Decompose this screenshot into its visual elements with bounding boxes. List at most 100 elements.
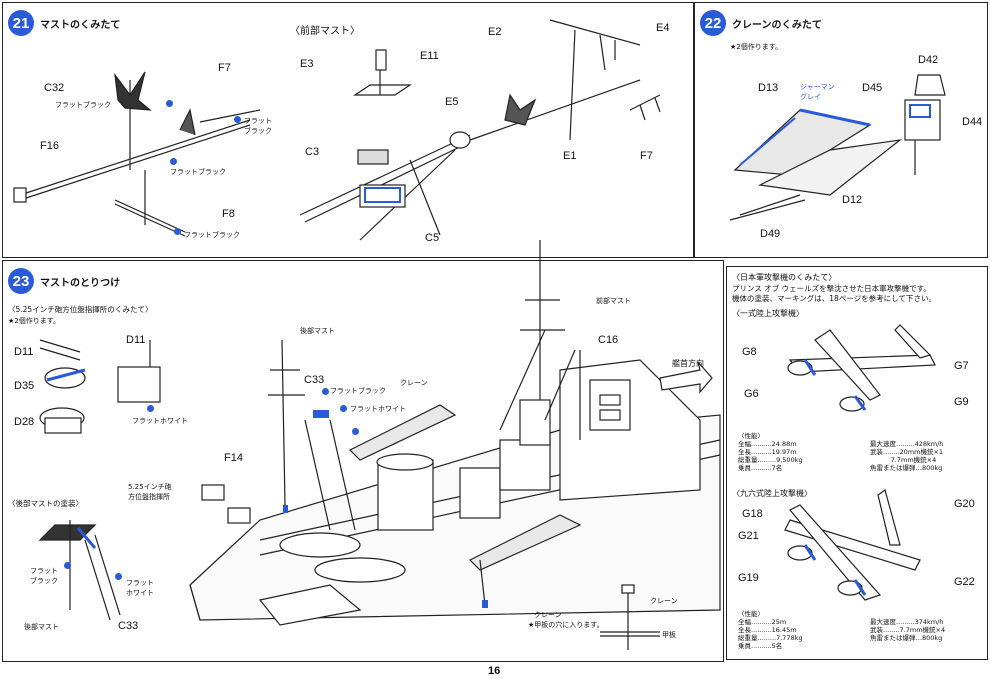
fore-mast-subtitle: 〈前部マスト〉 <box>290 26 360 37</box>
mast-c32-top <box>114 71 152 111</box>
part-g18: G18 <box>742 508 763 520</box>
ship-turret <box>258 584 362 626</box>
part-d11-b: D11 <box>126 334 146 346</box>
sub2-title: 〈後部マストの塗装〉 <box>8 499 83 508</box>
mast-yard <box>19 119 251 196</box>
mast-f7-yard <box>199 109 261 123</box>
part-d42: D42 <box>918 54 939 66</box>
step-23-title: マストのとりつけ <box>40 278 121 289</box>
paint-dot-5 <box>147 405 154 412</box>
part-e3: E3 <box>300 58 314 70</box>
sub2-part-c33: C33 <box>118 620 139 632</box>
label-bow-dir: 艦首方向 <box>672 359 704 368</box>
part-g9: G9 <box>954 396 969 408</box>
part-e5: E5 <box>445 96 459 108</box>
part-f8: F8 <box>222 208 235 220</box>
sub2-mast-label: 後部マスト <box>24 623 59 631</box>
g4m-title: 〈一式陸上攻撃機〉 <box>732 309 804 318</box>
ship-aft-mast <box>281 339 286 506</box>
part-g6: G6 <box>744 388 759 400</box>
label-deck: 甲板 <box>662 631 676 639</box>
label-crane-note-b: ★甲板の穴に入ります。 <box>528 621 604 629</box>
paint-dot-10 <box>115 573 122 580</box>
ship-boat-1 <box>279 532 361 558</box>
part-g22: G22 <box>954 576 975 588</box>
label-crane-side: クレーン <box>650 597 678 605</box>
paint-dot-6 <box>322 388 329 395</box>
paint-label-21b: フラット ブラック <box>244 117 272 135</box>
paint-dot-4 <box>174 228 181 235</box>
page-number: 16 <box>488 665 501 677</box>
aircraft-title: 〈日本軍攻撃機のくみたて〉 <box>732 273 837 282</box>
g3m-wing <box>789 504 882 601</box>
step-22-badge: 22 <box>700 10 726 36</box>
ship-boat-2 <box>314 557 406 583</box>
part-d35: D35 <box>14 380 35 392</box>
part-g19: G19 <box>738 572 759 584</box>
part-d49: D49 <box>760 228 781 240</box>
part-c16: C16 <box>598 334 619 346</box>
label-aft-mast: 後部マスト <box>300 327 335 335</box>
part-c5: C5 <box>425 232 440 244</box>
step-21-panel <box>2 2 694 258</box>
step-23-badge: 23 <box>8 268 34 294</box>
paint-label-21c: フラットブラック <box>170 168 226 176</box>
part-e11: E11 <box>420 50 439 62</box>
part-c32: C32 <box>44 82 65 94</box>
g3m-specs-left: 〈性能〉 全幅..........25m 全長..........16.45m … <box>738 610 803 650</box>
label-crane: クレーン <box>400 379 428 387</box>
part-d13: D13 <box>758 82 779 94</box>
sub2-paint-a: フラット ブラック <box>30 567 58 585</box>
step-22-paint: ジャーマン グレイ <box>800 83 835 101</box>
ship-crane-fore <box>468 514 582 571</box>
fore-mast-yard <box>299 134 471 216</box>
part-e1: E1 <box>563 150 577 162</box>
part-e2: E2 <box>488 26 502 38</box>
paint-dot-8 <box>352 428 359 435</box>
paint-dot-2 <box>234 116 241 123</box>
part-g8: G8 <box>742 346 757 358</box>
g4m-specs-left: 〈性能〉 全幅..........24.88m 全長..........19.9… <box>738 432 803 472</box>
director-assembled <box>117 366 161 403</box>
part-f14: F14 <box>224 452 243 464</box>
aft-mast-paint-top <box>38 524 97 541</box>
step-22-note: ★2個作ります。 <box>730 43 783 51</box>
part-d28: D28 <box>14 416 35 428</box>
paint-label-21a: フラットブラック <box>55 101 111 109</box>
paint-dot-9 <box>64 562 71 569</box>
paint-white-23: フラットホワイト <box>350 405 406 413</box>
part-d12: D12 <box>842 194 863 206</box>
part-d11-a: D11 <box>14 346 34 358</box>
g4m-wing <box>814 329 881 401</box>
fore-mast-e5-cap <box>504 93 537 126</box>
part-f7: F7 <box>218 62 231 74</box>
paint-dot-1 <box>166 100 173 107</box>
part-f16: F16 <box>40 140 59 152</box>
part-d44: D44 <box>962 116 983 128</box>
label-crane-note-a: クレーン <box>534 611 562 619</box>
ship-funnel-aft <box>459 467 501 519</box>
mast-f8-yard <box>114 199 186 233</box>
paint-label-21d: フラットブラック <box>184 231 240 239</box>
paint-dot-7 <box>340 405 347 412</box>
crane-jib-d12 <box>758 139 903 196</box>
label-director: 5.25インチ砲 方位盤指揮所 <box>128 483 172 501</box>
part-c3: C3 <box>305 146 320 158</box>
mast-footing <box>13 187 27 203</box>
sub1-paint: フラットホワイト <box>132 417 188 425</box>
step-21-title: マストのくみたて <box>40 20 121 31</box>
ship-funnel-fore <box>377 459 434 531</box>
part-d45: D45 <box>862 82 883 94</box>
g4m-specs-right: 最大速度.........428km/h 武装........20mm機銃×1 … <box>870 440 944 472</box>
sub1-title: 〈5.25インチ砲方位盤指揮所のくみたて〉 <box>8 305 153 314</box>
sub1-note: ★2個作ります。 <box>8 317 61 325</box>
label-fore-mast: 前部マスト <box>596 297 631 305</box>
ship-crane-aft <box>348 404 457 461</box>
part-e4: E4 <box>656 22 670 34</box>
aircraft-desc: プリンス オブ ウェールズを撃沈させた日本軍攻撃機です。 機体の塗装、マーキング… <box>732 284 936 303</box>
part-g7: G7 <box>954 360 969 372</box>
part-g21: G21 <box>738 530 759 542</box>
paint-dot-3 <box>170 158 177 165</box>
part-c33: C33 <box>304 374 325 386</box>
